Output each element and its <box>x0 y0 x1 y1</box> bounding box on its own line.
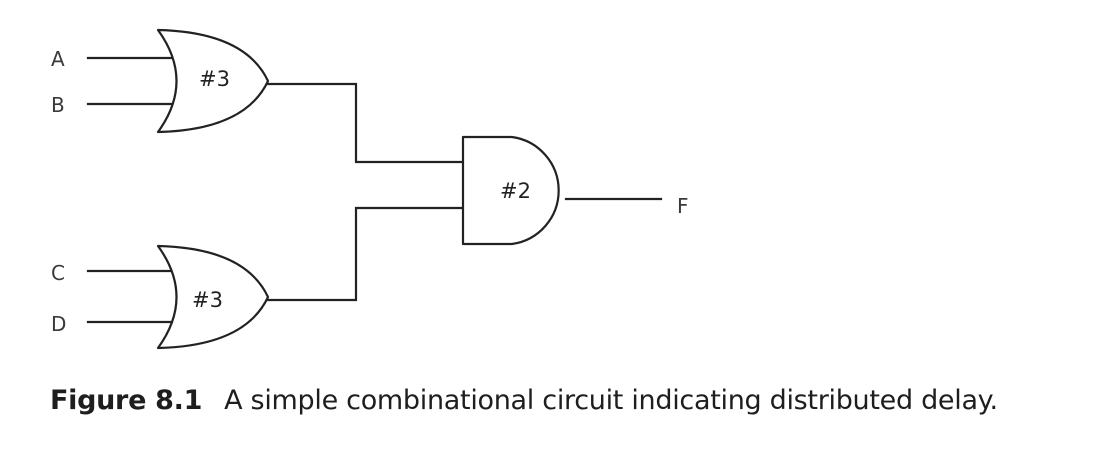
caption-text: A simple combinational circuit indicatin… <box>224 385 998 416</box>
or-gate-1-delay-label: #3 <box>199 67 230 91</box>
input-label-a: A <box>51 47 65 71</box>
figure-number: Figure 8.1 <box>50 385 203 416</box>
input-label-b: B <box>51 93 65 117</box>
and-gate-delay-label: #2 <box>500 179 531 203</box>
or-gate-1 <box>156 28 270 134</box>
input-label-d: D <box>51 312 66 336</box>
and-gate <box>461 135 560 246</box>
or-gate-2-delay-label: #3 <box>192 288 223 312</box>
input-label-c: C <box>51 261 65 285</box>
figure-caption: Figure 8.1 A simple combinational circuit… <box>50 385 1090 429</box>
circuit-diagram: A B C D #3 #3 #2 F <box>51 28 689 350</box>
or-gate-2 <box>156 244 270 350</box>
output-label-f: F <box>677 194 689 218</box>
wire-or2-to-and <box>266 206 465 302</box>
wire-or1-to-and <box>266 82 465 164</box>
